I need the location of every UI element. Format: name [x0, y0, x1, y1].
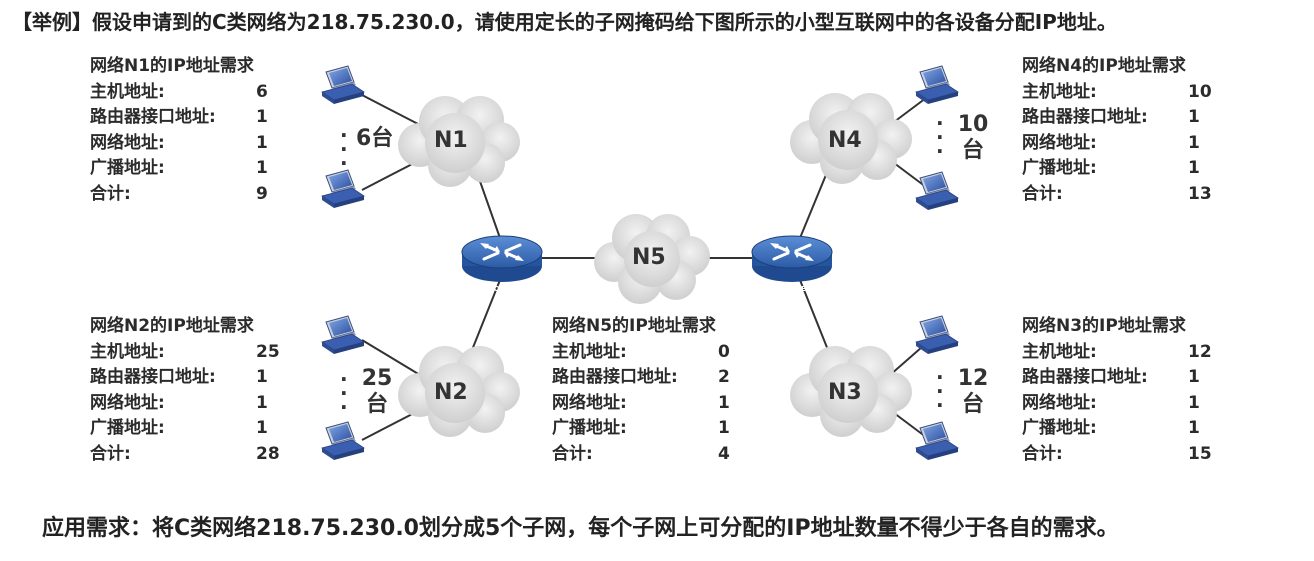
requirement-block-n5: 网络N5的IP地址需求 主机地址:0 路由器接口地址:2 网络地址:1 广播地址… [552, 314, 752, 467]
requirement-row: 广播地址:1 [90, 418, 268, 438]
requirement-title-n5: 网络N5的IP地址需求 [552, 316, 716, 336]
host-count-n3: 12 台 [956, 366, 990, 418]
network-label-n2: N2 [434, 380, 468, 405]
network-label-n4: N4 [828, 128, 862, 153]
host-count-n4-unit: 台 [961, 138, 984, 163]
requirement-row: 广播地址:1 [552, 418, 730, 438]
computer-n3-bottom-icon [915, 421, 959, 461]
host-count-n1: 6台 [356, 126, 394, 151]
application-requirement: 应用需求：将C类网络218.75.230.0划分成5个子网，每个子网上可分配的I… [42, 516, 1119, 541]
requirement-row: 广播地址:1 [90, 158, 268, 178]
host-count-n2: 25 台 [360, 366, 394, 418]
host-count-n4: 10 台 [956, 112, 990, 164]
requirement-row: 主机地址:12 [1022, 341, 1212, 362]
requirement-row: 网络地址:1 [90, 132, 268, 153]
requirement-title-n2: 网络N2的IP地址需求 [90, 316, 254, 336]
router-left-label: ROUTER [488, 285, 522, 293]
computer-n4-top-icon [915, 65, 959, 105]
requirement-block-n1: 网络N1的IP地址需求 主机地址:6 路由器接口地址:1 网络地址:1 广播地址… [90, 54, 290, 207]
requirement-row: 主机地址:6 [90, 81, 268, 102]
cloud-n5 [594, 214, 710, 304]
dots-n1: ··· [340, 123, 348, 175]
requirement-row: 路由器接口地址:2 [552, 367, 730, 387]
requirement-row: 网络地址:1 [1022, 132, 1200, 153]
requirement-row: 网络地址:1 [1022, 392, 1200, 413]
network-label-n1: N1 [434, 128, 468, 153]
requirement-row: 主机地址:10 [1022, 81, 1212, 102]
computer-n3-top-icon [915, 315, 959, 355]
cloud-n2 [398, 346, 520, 437]
requirement-row: 路由器接口地址:1 [90, 107, 268, 127]
requirement-block-n4: 网络N4的IP地址需求 主机地址:10 路由器接口地址:1 网络地址:1 广播地… [1022, 54, 1222, 207]
requirement-row: 广播地址:1 [1022, 158, 1200, 178]
requirement-row: 合计:15 [1022, 443, 1212, 464]
computer-n2-top-icon [321, 315, 365, 355]
network-label-n3: N3 [828, 380, 862, 405]
dots-n3: ··· [936, 365, 944, 417]
requirement-row: 主机地址:0 [552, 341, 730, 362]
router-right-icon [750, 234, 834, 284]
network-label-n5: N5 [632, 245, 666, 270]
requirement-block-n2: 网络N2的IP地址需求 主机地址:25 路由器接口地址:1 网络地址:1 广播地… [90, 314, 290, 467]
host-count-n3-number: 12 [957, 366, 989, 391]
requirement-title-n1: 网络N1的IP地址需求 [90, 56, 254, 76]
requirement-row: 路由器接口地址:1 [1022, 367, 1200, 387]
cloud-n3 [790, 346, 912, 437]
host-count-n2-number: 25 [361, 366, 393, 391]
host-count-n4-number: 10 [957, 112, 989, 137]
requirement-title-n4: 网络N4的IP地址需求 [1022, 56, 1186, 76]
requirement-row: 合计:13 [1022, 183, 1212, 204]
cloud-n1 [398, 96, 520, 187]
requirement-row: 网络地址:1 [90, 392, 268, 413]
host-count-n2-unit: 台 [365, 392, 388, 417]
requirement-row: 合计:4 [552, 443, 730, 464]
requirement-title-n3: 网络N3的IP地址需求 [1022, 316, 1186, 336]
computer-n1-bottom-icon [321, 169, 365, 209]
computer-n4-bottom-icon [915, 171, 959, 211]
computer-n2-bottom-icon [321, 421, 365, 461]
router-left-icon [460, 234, 544, 284]
requirement-row: 广播地址:1 [1022, 418, 1200, 438]
requirement-row: 路由器接口地址:1 [1022, 107, 1200, 127]
requirement-block-n3: 网络N3的IP地址需求 主机地址:12 路由器接口地址:1 网络地址:1 广播地… [1022, 314, 1222, 467]
requirement-row: 路由器接口地址:1 [90, 367, 268, 387]
requirement-row: 合计:28 [90, 443, 280, 464]
host-count-n3-unit: 台 [961, 392, 984, 417]
computer-n1-top-icon [321, 65, 365, 105]
requirement-row: 网络地址:1 [552, 392, 730, 413]
requirement-row: 主机地址:25 [90, 341, 280, 362]
requirement-row: 合计:9 [90, 183, 268, 204]
router-right-label: ROUTER [778, 285, 812, 293]
page-title: 【举例】假设申请到的C类网络为218.75.230.0，请使用定长的子网掩码给下… [12, 10, 1117, 34]
cloud-n4 [790, 93, 912, 184]
dots-n4: ··· [936, 111, 944, 163]
dots-n2: ··· [340, 367, 348, 419]
